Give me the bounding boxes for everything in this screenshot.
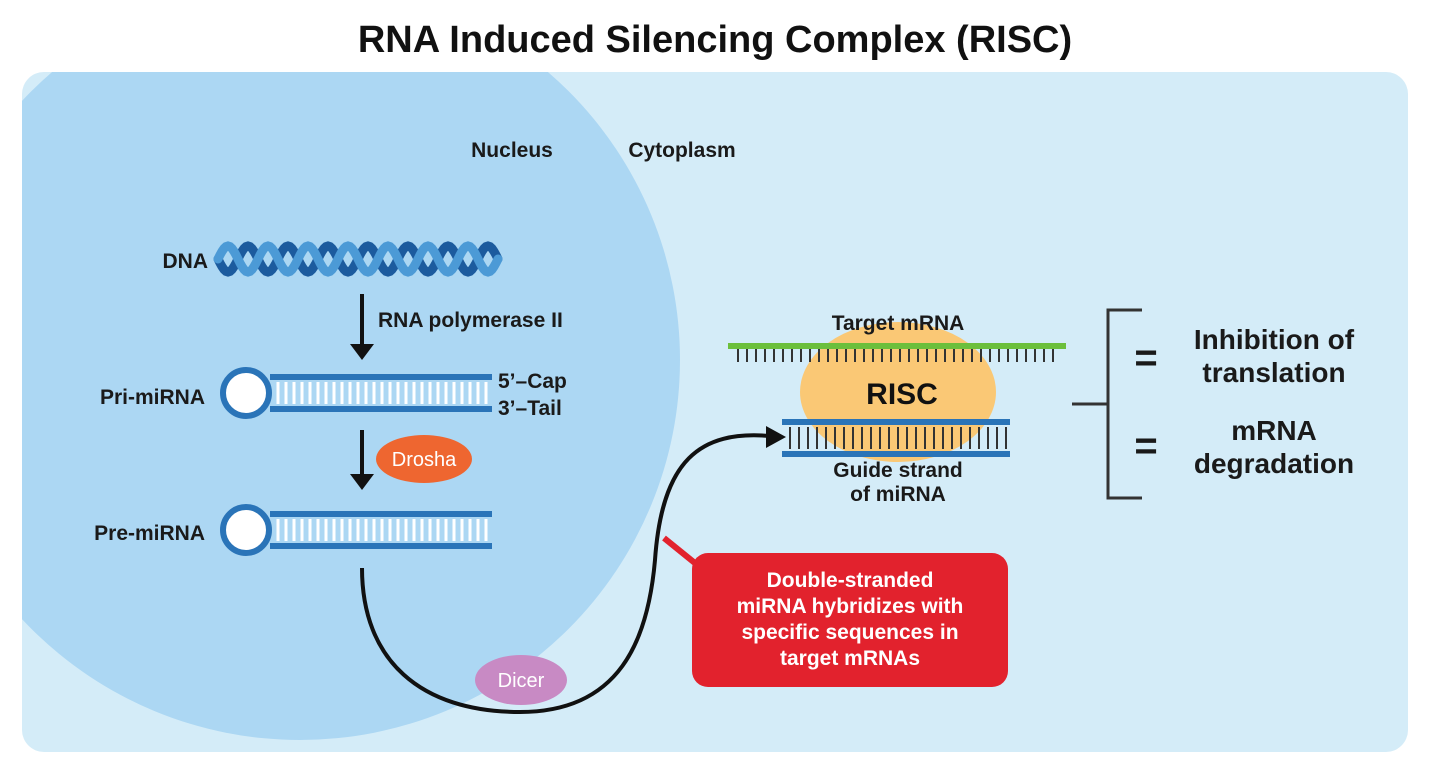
transcription-arrowhead [350,344,374,360]
inhibition-label: Inhibition of [1194,324,1355,355]
polymerase-label: RNA polymerase II [378,309,563,332]
degradation-label-2: degradation [1194,448,1354,479]
dicer-enzyme [475,655,567,705]
dicer-label: Dicer [498,670,545,692]
guide-strand-duplex [782,419,1010,457]
pre-mirna-hairpin [220,504,492,556]
pre-mirna-label: Pre-miRNA [94,522,205,545]
dna-helix [213,241,503,277]
export-arrow [360,433,771,715]
page-title: RNA Induced Silencing Complex (RISC) [358,19,1072,61]
cap-label: 5’–Cap [498,370,567,393]
outcome-bracket [1072,308,1142,500]
tail-label: 3’–Tail [498,397,562,420]
callout-line-3: specific sequences in [741,621,958,644]
pri-mirna-label: Pri-miRNA [100,386,205,409]
guide-strand-label-2: of miRNA [850,483,946,506]
degradation-label: mRNA [1231,415,1317,446]
callout-box [692,553,1008,687]
nucleus-region [22,72,680,740]
drosha-enzyme [376,435,472,483]
callout-line-1: Double-stranded [767,569,934,592]
target-mrna-bases [737,349,1054,362]
target-mrna-label: Target mRNA [832,312,965,335]
risc-complex [800,322,996,462]
callout-line-4: target mRNAs [780,647,920,670]
equals-sign-2: = [1134,424,1157,468]
risc-label: RISC [866,378,938,411]
callout-line-2: miRNA hybridizes with [737,595,964,618]
inhibition-label-2: translation [1202,357,1345,388]
dna-label: DNA [163,250,209,273]
pri-mirna-hairpin [220,367,492,419]
processing-arrowhead [350,474,374,490]
cytoplasm-label: Cytoplasm [628,139,735,162]
drosha-label: Drosha [392,449,457,471]
equals-sign-1: = [1134,336,1157,380]
export-arrowhead [766,426,786,448]
nucleus-label: Nucleus [471,139,553,162]
guide-strand-label: Guide strand [833,459,963,482]
